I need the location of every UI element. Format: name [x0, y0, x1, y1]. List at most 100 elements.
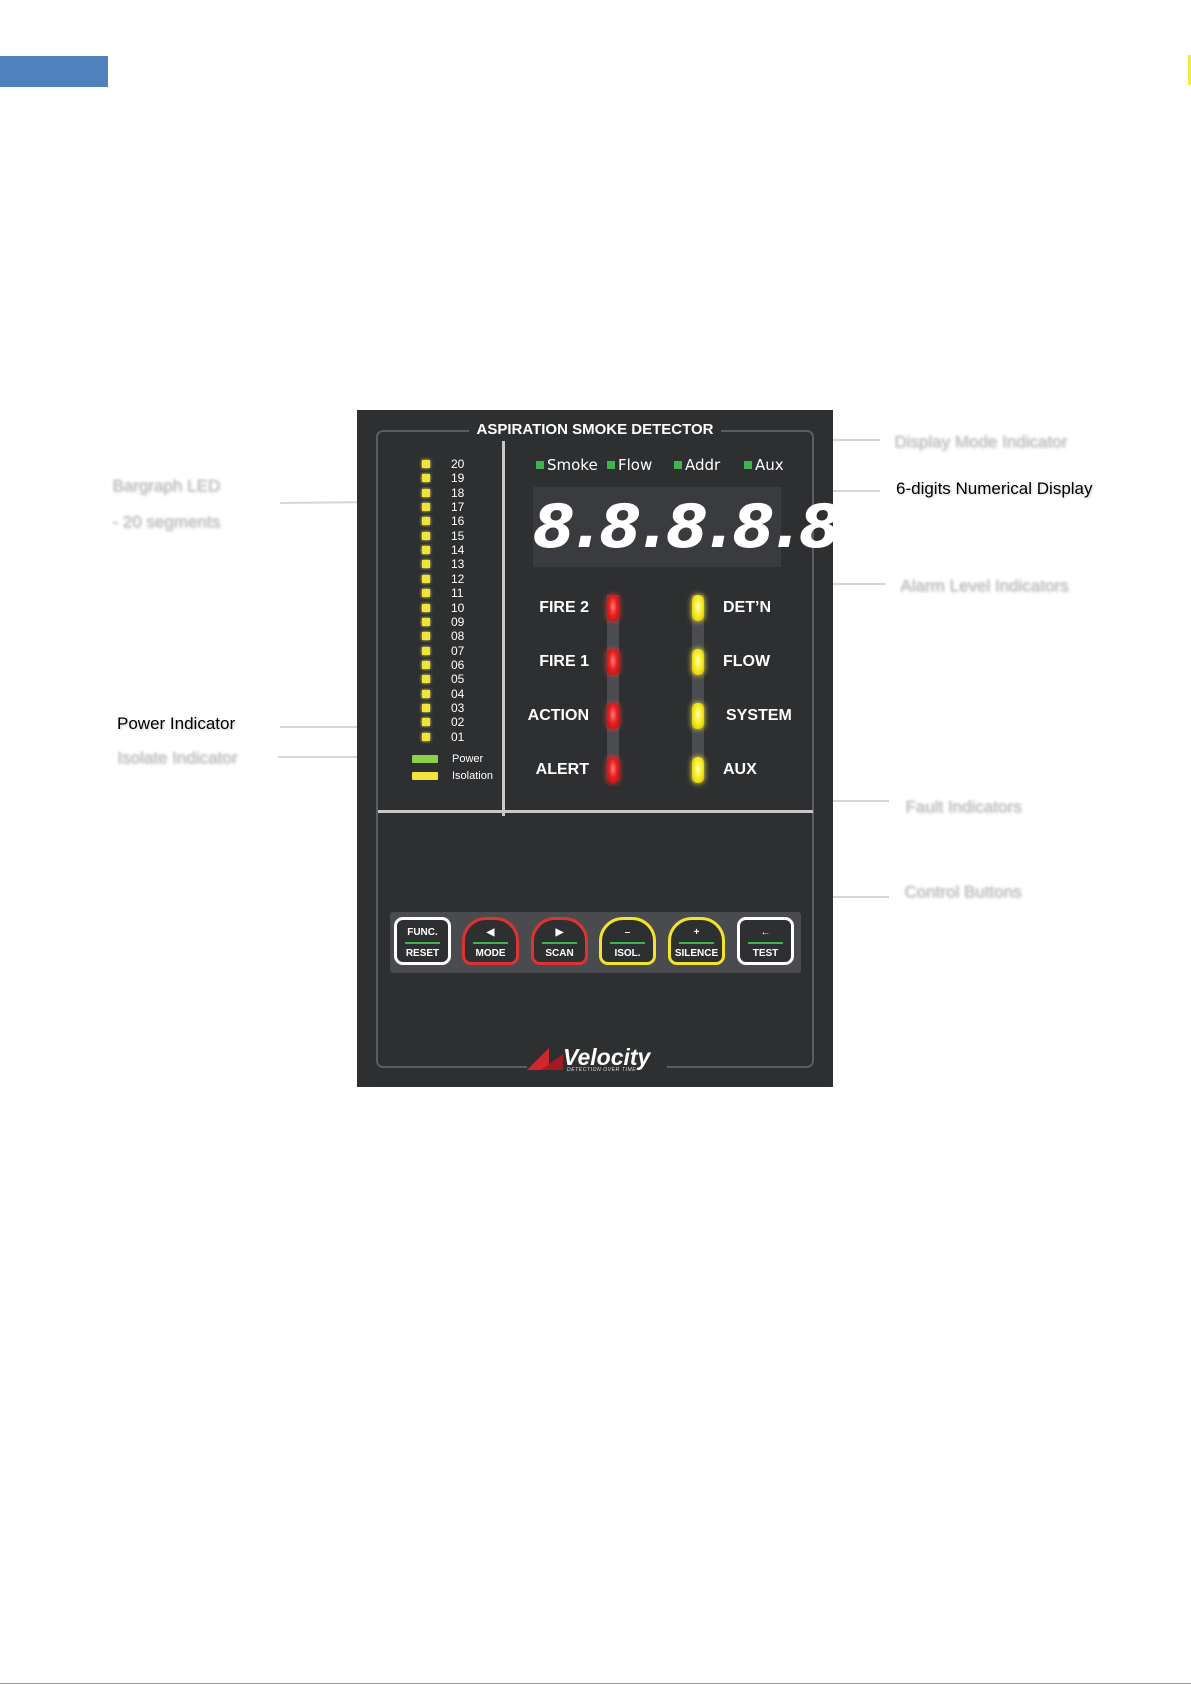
callout-numeric-display: 6-digits Numerical Display — [896, 479, 1093, 498]
bargraph-led-08 — [422, 632, 430, 641]
bargraph-label-14: 14 — [451, 543, 465, 558]
silence-button-top-label: + — [693, 927, 700, 938]
isol-button-divider — [610, 942, 645, 944]
panel-horizontal-divider — [378, 810, 813, 813]
alarm-led-track — [607, 595, 619, 780]
isol-button[interactable]: –ISOL. — [599, 917, 656, 965]
alarm-label-action: ACTION — [527, 707, 589, 724]
bargraph-led-18 — [422, 488, 430, 497]
bargraph-led-03 — [422, 703, 430, 712]
fault-led-flow — [692, 649, 704, 675]
fault-led-det-n — [692, 595, 704, 621]
fault-led-track — [692, 595, 704, 780]
velocity-logo-tagline: DETECTION OVER TIME — [567, 1067, 637, 1073]
bargraph-label-17: 17 — [451, 500, 465, 515]
mode-button[interactable]: ◀MODE — [462, 917, 519, 965]
alarm-label-fire-2: FIRE 2 — [539, 599, 589, 616]
callout-power: Power Indicator — [117, 714, 236, 733]
bargraph-label-09: 09 — [451, 614, 465, 629]
page-tab-marker — [0, 56, 108, 87]
isolation-label: Isolation — [452, 770, 493, 782]
bargraph-label-13: 13 — [451, 557, 465, 572]
alarm-label-fire-1: FIRE 1 — [539, 653, 589, 670]
test-button-divider — [748, 942, 783, 944]
fault-led-aux — [692, 757, 704, 783]
mode-label-addr: Addr — [685, 456, 721, 474]
mode-indicator-aux: Aux — [744, 456, 784, 474]
bargraph-led-16 — [422, 517, 430, 526]
bargraph-label-20: 20 — [451, 457, 465, 471]
callout-fault-indicators: Fault Indicators — [905, 797, 1022, 816]
bargraph-label-11: 11 — [451, 586, 464, 601]
bargraph-label-10: 10 — [451, 600, 465, 615]
callout-alarm-levels: Alarm Level Indicators — [900, 576, 1069, 595]
page-edge-marker — [1188, 55, 1191, 85]
bargraph-led-19 — [422, 474, 430, 483]
velocity-logo-mark — [527, 1048, 563, 1070]
fault-led-system — [692, 703, 704, 729]
alarm-led-action — [607, 703, 619, 729]
bargraph-led-09 — [422, 617, 430, 626]
alarm-led-fire-2 — [607, 595, 619, 621]
scan-button-top-label: ▶ — [555, 927, 564, 938]
reset-button-label: RESET — [405, 948, 440, 959]
fault-label-aux: AUX — [723, 761, 757, 778]
bargraph-led-11 — [422, 589, 430, 598]
mode-led-smoke — [536, 461, 544, 469]
isolation-led — [412, 772, 438, 780]
reset-button[interactable]: FUNC. RESET — [394, 917, 451, 965]
scan-button[interactable]: ▶ SCAN — [531, 917, 588, 965]
bargraph-led-15 — [422, 531, 430, 540]
mode-led-addr — [674, 461, 682, 469]
velocity-logo: Velocity DETECTION OVER TIME — [527, 1044, 667, 1074]
bargraph-label-06: 06 — [451, 657, 465, 672]
mode-indicator-addr: Addr — [674, 456, 720, 474]
power-led — [412, 755, 438, 763]
bargraph-led-20 — [422, 460, 430, 468]
mode-indicator-flow: Flow — [607, 456, 652, 474]
isol-button-top-label: – — [624, 927, 631, 938]
mode-label-smoke: Smoke — [547, 456, 598, 474]
mode-indicator-smoke: Smoke — [536, 456, 598, 474]
bargraph-label-16: 16 — [451, 514, 465, 529]
bargraph-led-10 — [422, 603, 430, 612]
bargraph-led-12 — [422, 574, 430, 583]
silence-button-divider — [679, 942, 714, 944]
control-button-strip: FUNC. RESET ◀MODE ▶ SCAN –ISOL. + SILENCE ←TEST — [390, 912, 801, 973]
page-bottom-rule — [0, 1683, 1191, 1684]
alarm-label-alert: ALERT — [535, 761, 589, 778]
silence-button-label: SILENCE — [674, 948, 719, 959]
bargraph-label-01: 01 — [451, 729, 465, 744]
mode-led-aux — [744, 461, 752, 469]
fault-label-det-n: DET’N — [723, 599, 771, 616]
bargraph-label-19: 19 — [451, 471, 465, 486]
bargraph-label-07: 07 — [451, 643, 465, 658]
mode-button-top-label: ◀ — [486, 927, 495, 938]
mode-label-flow: Flow — [618, 456, 653, 474]
bargraph-label-02: 02 — [451, 715, 465, 730]
mode-label-aux: Aux — [755, 456, 784, 474]
bargraph-led-02 — [422, 718, 430, 727]
callout-bargraph-segments: - 20 segments — [112, 512, 220, 531]
panel-title: ASPIRATION SMOKE DETECTOR — [469, 419, 721, 441]
bargraph-label-08: 08 — [451, 629, 465, 644]
fault-label-system: SYSTEM — [726, 707, 792, 724]
scan-button-label: SCAN — [545, 948, 574, 959]
test-button-label: TEST — [752, 948, 779, 959]
bargraph-led-13 — [422, 560, 430, 569]
alarm-led-fire-1 — [607, 649, 619, 675]
power-label: Power — [452, 753, 484, 765]
bargraph-label-12: 12 — [451, 571, 465, 586]
bargraph-label-05: 05 — [451, 672, 465, 687]
bargraph-label-15: 15 — [451, 528, 465, 543]
test-button[interactable]: ←TEST — [737, 917, 794, 965]
callout-isolate: Isolate Indicator — [117, 748, 238, 767]
bargraph-led-17 — [422, 503, 430, 512]
reset-button-top-label: FUNC. — [407, 927, 438, 938]
callout-control-buttons: Control Buttons — [904, 882, 1022, 901]
silence-button[interactable]: + SILENCE — [668, 917, 725, 965]
callout-display-mode: Display Mode Indicator — [894, 432, 1067, 451]
panel-vertical-divider — [502, 436, 505, 816]
fault-label-flow: FLOW — [723, 653, 771, 670]
